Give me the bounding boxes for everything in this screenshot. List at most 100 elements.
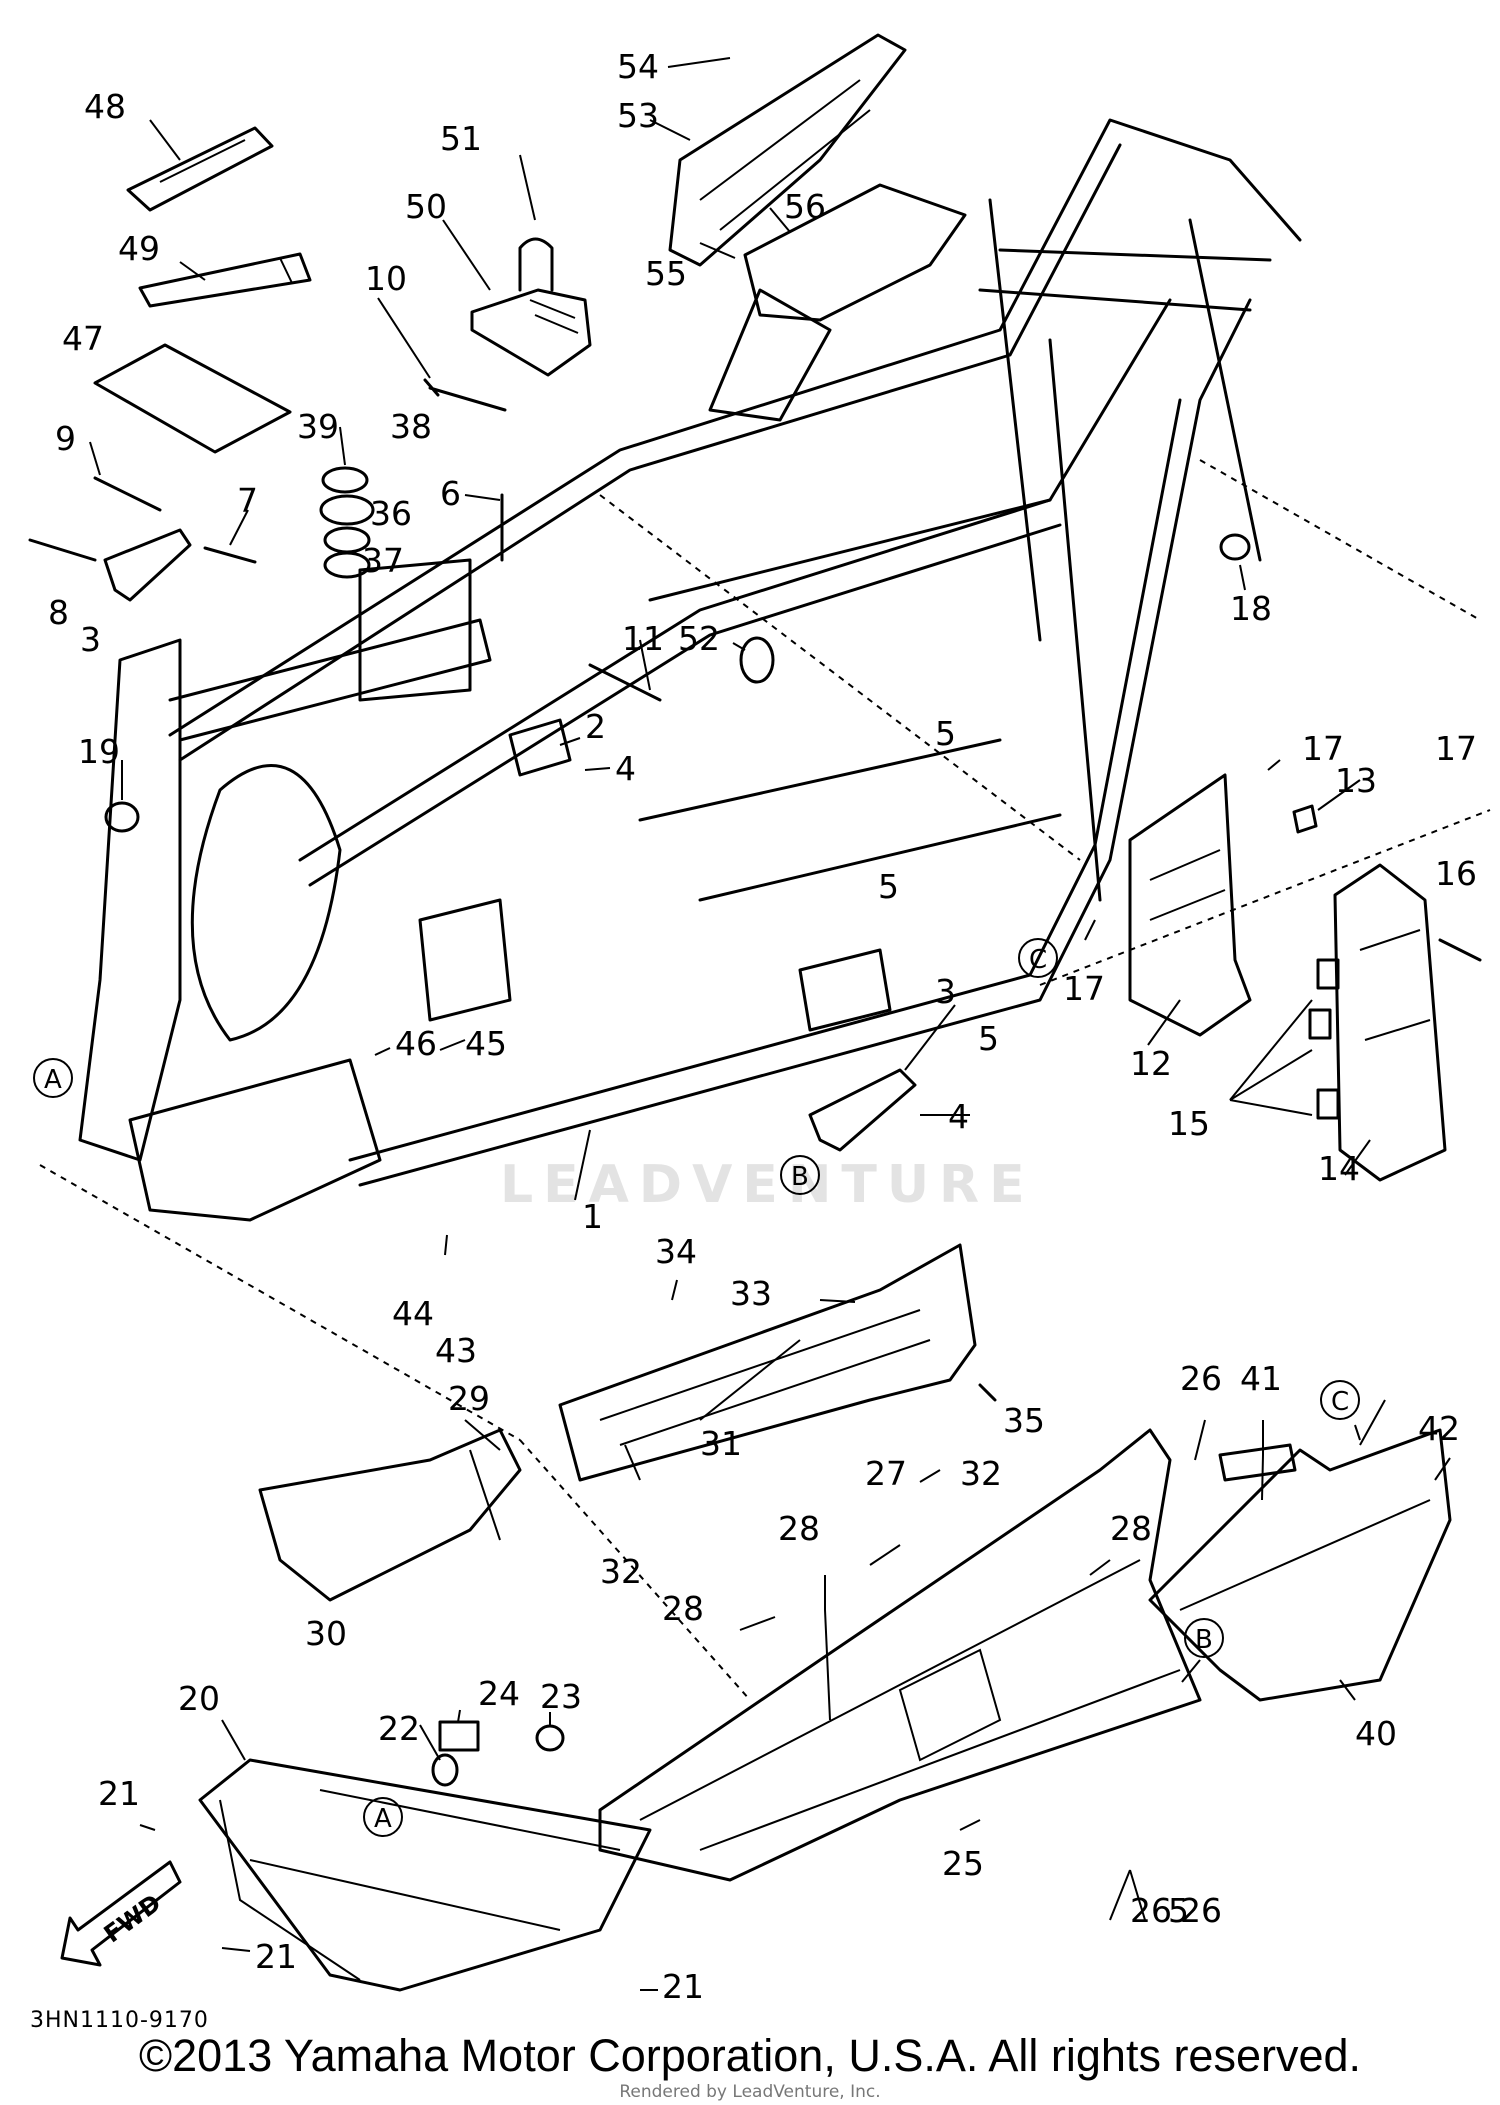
callout-21b: 21 bbox=[255, 1937, 297, 1976]
callout-43: 43 bbox=[435, 1331, 477, 1370]
part-20-front-guard bbox=[198, 1758, 652, 1992]
callout-17b: 17 bbox=[1435, 729, 1477, 768]
part-14-cover bbox=[1333, 863, 1447, 1182]
callout-A2: A bbox=[374, 1804, 392, 1834]
leader-lines bbox=[89, 57, 1451, 1991]
callout-47: 47 bbox=[62, 319, 104, 358]
callout-42: 42 bbox=[1418, 1409, 1460, 1448]
callout-9: 9 bbox=[55, 419, 76, 458]
callout-21: 21 bbox=[98, 1774, 140, 1813]
callout-29: 29 bbox=[448, 1379, 490, 1418]
part-31-side-cover bbox=[558, 1243, 977, 1482]
part-8-bolt bbox=[28, 538, 97, 562]
part-55-56-cover bbox=[708, 183, 967, 422]
part-11-bolt bbox=[588, 663, 662, 702]
callout-21c: 21 bbox=[662, 1967, 704, 2006]
callout-6: 6 bbox=[440, 474, 461, 513]
callout-1: 1 bbox=[582, 1197, 603, 1236]
fwd-arrow-indicator: FWD bbox=[60, 1860, 182, 1967]
reference-circle-a2 bbox=[363, 1797, 403, 1837]
callout-7: 7 bbox=[237, 481, 258, 520]
callout-5d: 5 bbox=[1168, 1891, 1189, 1930]
callout-32: 32 bbox=[960, 1454, 1002, 1493]
rendered-by-credit: Rendered by LeadVenture, Inc. bbox=[619, 2082, 881, 2102]
callout-B2: B bbox=[1195, 1625, 1213, 1655]
callout-39: 39 bbox=[297, 407, 339, 446]
callout-15: 15 bbox=[1168, 1104, 1210, 1143]
callout-28: 28 bbox=[778, 1509, 820, 1548]
callout-13: 13 bbox=[1335, 761, 1377, 800]
part-13-plate bbox=[1292, 804, 1318, 834]
callout-26c: 26 bbox=[1180, 1891, 1222, 1930]
callout-52: 52 bbox=[678, 619, 720, 658]
part-53-cover bbox=[668, 33, 907, 267]
callout-46: 46 bbox=[395, 1024, 437, 1063]
svg-text:FWD: FWD bbox=[99, 1889, 166, 1949]
callout-3: 3 bbox=[80, 620, 101, 659]
copyright-notice: ©2013 Yamaha Motor Corporation, U.S.A. A… bbox=[138, 2030, 1362, 2081]
callout-37: 37 bbox=[362, 541, 404, 580]
callout-49: 49 bbox=[118, 229, 160, 268]
callout-31: 31 bbox=[700, 1424, 742, 1463]
part-50-51-clamp bbox=[470, 237, 592, 377]
callout-5b: 5 bbox=[878, 867, 899, 906]
callout-35: 35 bbox=[1003, 1401, 1045, 1440]
reference-circle-b bbox=[780, 1155, 820, 1195]
part-48-strap bbox=[126, 126, 274, 212]
part-36-39-rubbers bbox=[319, 466, 375, 579]
callout-22: 22 bbox=[378, 1709, 420, 1748]
callout-20: 20 bbox=[178, 1679, 220, 1718]
callout-26b: 26 bbox=[1130, 1891, 1172, 1930]
callout-C2: C bbox=[1331, 1387, 1349, 1417]
reference-lines bbox=[39, 459, 1491, 1701]
callout-17c: 17 bbox=[1063, 969, 1105, 1008]
callout-4: 4 bbox=[615, 749, 636, 788]
callout-18: 18 bbox=[1230, 589, 1272, 628]
part-24-pad bbox=[438, 1720, 480, 1752]
callout-32b: 32 bbox=[600, 1552, 642, 1591]
callout-23: 23 bbox=[540, 1677, 582, 1716]
callout-48: 48 bbox=[84, 87, 126, 126]
callout-38: 38 bbox=[390, 407, 432, 446]
callout-27: 27 bbox=[865, 1454, 907, 1493]
callout-14: 14 bbox=[1318, 1149, 1360, 1188]
part-9-bolt bbox=[93, 476, 162, 512]
part-12-box bbox=[1128, 773, 1252, 1037]
part-49-strap bbox=[138, 252, 312, 308]
callout-45: 45 bbox=[465, 1024, 507, 1063]
callout-33: 33 bbox=[730, 1274, 772, 1313]
callout-54: 54 bbox=[617, 47, 659, 86]
callout-24: 24 bbox=[478, 1674, 520, 1713]
callout-B: B bbox=[791, 1162, 809, 1192]
callout-5: 5 bbox=[935, 714, 956, 753]
callout-10: 10 bbox=[365, 259, 407, 298]
reference-circle-a bbox=[33, 1058, 73, 1098]
callout-55: 55 bbox=[645, 254, 687, 293]
reference-circle-c2 bbox=[1320, 1380, 1360, 1420]
callout-36: 36 bbox=[370, 494, 412, 533]
part-47-pad bbox=[93, 343, 292, 454]
part-15-pads bbox=[1308, 958, 1340, 1120]
callout-11: 11 bbox=[622, 619, 664, 658]
callout-5c: 5 bbox=[978, 1019, 999, 1058]
callout-2: 2 bbox=[585, 707, 606, 746]
callout-26: 26 bbox=[1180, 1359, 1222, 1398]
callout-51: 51 bbox=[440, 119, 482, 158]
part-16-bolt bbox=[1438, 938, 1482, 962]
callout-30: 30 bbox=[305, 1614, 347, 1653]
callout-56: 56 bbox=[784, 187, 826, 226]
part-1-frame bbox=[78, 118, 1302, 1222]
part-19-cap bbox=[104, 801, 140, 833]
callout-50: 50 bbox=[405, 187, 447, 226]
callout-41: 41 bbox=[1240, 1359, 1282, 1398]
callout-19: 19 bbox=[78, 732, 120, 771]
callout-12: 12 bbox=[1130, 1044, 1172, 1083]
callout-4b: 4 bbox=[948, 1097, 969, 1136]
callout-3b: 3 bbox=[935, 972, 956, 1011]
part-7-bolt bbox=[203, 546, 257, 564]
part-3-bracket bbox=[103, 528, 192, 602]
callout-28b: 28 bbox=[1110, 1509, 1152, 1548]
part-22-damper bbox=[431, 1753, 459, 1787]
part-23-damper bbox=[535, 1724, 565, 1752]
callout-44: 44 bbox=[392, 1294, 434, 1333]
